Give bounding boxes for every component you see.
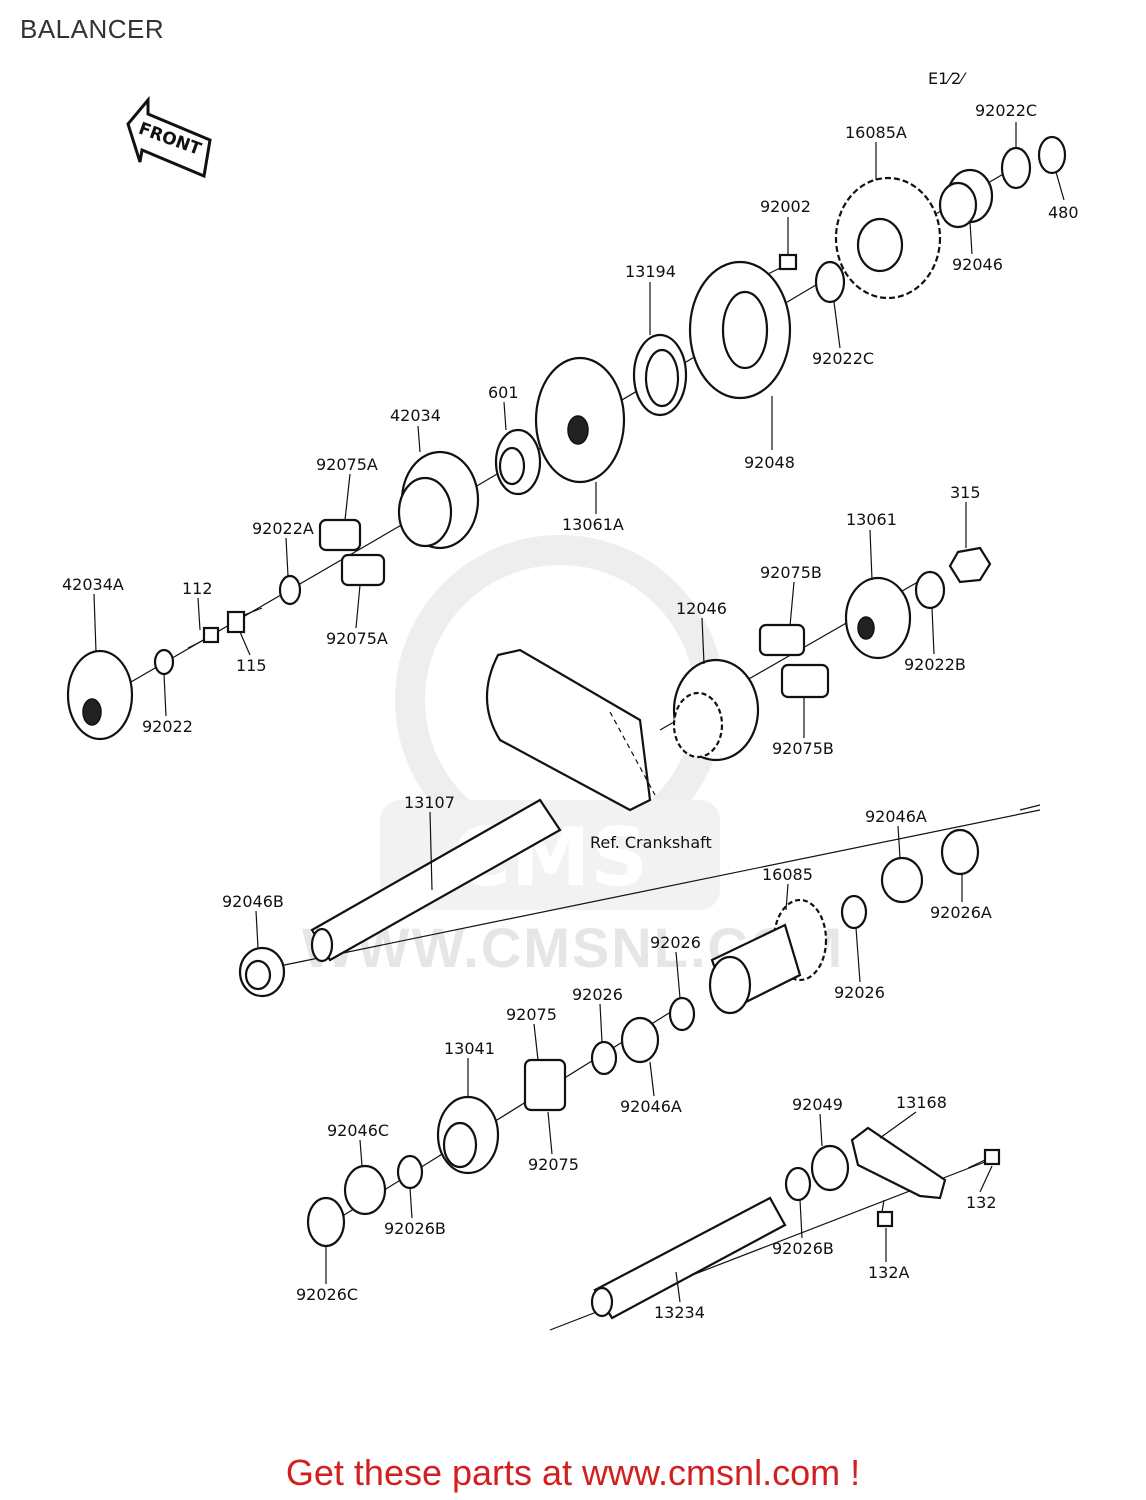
part-13194-one-way-clutch — [632, 333, 688, 417]
part-13061A-hub — [534, 356, 626, 484]
label-92026: 92026 — [572, 985, 623, 1004]
part-92026B-washer-right — [784, 1166, 812, 1202]
label-480: 480 — [1048, 203, 1079, 222]
label-92026C: 92026C — [296, 1285, 358, 1304]
part-115-bolt — [226, 607, 263, 634]
label-92026B: 92026B — [772, 1239, 834, 1258]
part-92046C-bearing — [343, 1164, 387, 1216]
label-13194: 13194 — [625, 262, 676, 281]
label-13061: 13061 — [846, 510, 897, 529]
part-132A-bolt — [876, 1199, 894, 1228]
part-92026-washer-right — [840, 894, 868, 930]
part-92046-needle-bearing — [938, 168, 994, 229]
part-92026-washer-center — [668, 996, 696, 1032]
label-92075: 92075 — [528, 1155, 579, 1174]
part-42034-damper — [397, 450, 480, 550]
label-92049: 92049 — [792, 1095, 843, 1114]
label-115: 115 — [236, 656, 267, 675]
part-315-nut — [948, 546, 992, 584]
footer-promo-text[interactable]: Get these parts at www.cmsnl.com ! — [285, 1452, 861, 1493]
part-132-bolt — [967, 1148, 1001, 1169]
part-92046A-bearing-center — [620, 1016, 660, 1064]
label-112: 112 — [182, 579, 213, 598]
label-92026: 92026 — [650, 933, 701, 952]
part-92022C-washer-mid — [814, 260, 846, 304]
label-92022C: 92022C — [812, 349, 874, 368]
part-92026A-seal — [940, 828, 980, 876]
label-315: 315 — [950, 483, 981, 502]
label-42034: 42034 — [390, 406, 441, 425]
part-13168-lever — [850, 1126, 947, 1200]
leader-lines — [93, 122, 1065, 1303]
part-92075-rubber — [523, 1058, 567, 1112]
part-92026C-plate — [306, 1196, 346, 1248]
label-92022C: 92022C — [975, 101, 1037, 120]
label-13107: 13107 — [404, 793, 455, 812]
label-92075B: 92075B — [760, 563, 822, 582]
label-92022A: 92022A — [252, 519, 314, 538]
front-arrow-icon: FRONT — [126, 95, 212, 179]
corner-code: E1⁄2⁄ — [928, 69, 967, 88]
label-92046: 92046 — [952, 255, 1003, 274]
label-92022: 92022 — [142, 717, 193, 736]
label-13234: 13234 — [654, 1303, 705, 1322]
label-92048: 92048 — [744, 453, 795, 472]
part-480-circlip — [1037, 135, 1067, 175]
label-92075B: 92075B — [772, 739, 834, 758]
label-16085: 16085 — [762, 865, 813, 884]
part-92075B-rubber-upper — [758, 623, 806, 657]
part-92022-washer — [153, 648, 175, 676]
part-16085A-gear — [834, 176, 942, 300]
part-92022A-washer — [278, 574, 302, 606]
label-92046B: 92046B — [222, 892, 284, 911]
part-16085-gear — [708, 898, 828, 1015]
label-13168: 13168 — [896, 1093, 947, 1112]
label-132A: 132A — [868, 1263, 910, 1282]
label-601: 601 — [488, 383, 519, 402]
part-92048-flange — [688, 260, 792, 400]
part-13234-shaft — [590, 1196, 787, 1320]
label-92022B: 92022B — [904, 655, 966, 674]
label-92075: 92075 — [506, 1005, 557, 1024]
part-labels: 92022C 16085A 480 92002 92046 13194 9202… — [62, 101, 1079, 1322]
label-92046C: 92046C — [327, 1121, 389, 1140]
label-12046: 12046 — [676, 599, 727, 618]
label-92046A: 92046A — [865, 807, 927, 826]
part-92075A-rubber-upper — [318, 518, 362, 552]
label-92026: 92026 — [834, 983, 885, 1002]
part-13041-hub — [436, 1095, 500, 1175]
label-42034A: 42034A — [62, 575, 124, 594]
label-92026A: 92026A — [930, 903, 992, 922]
label-16085A: 16085A — [845, 123, 907, 142]
label-92026B: 92026B — [384, 1219, 446, 1238]
label-92002: 92002 — [760, 197, 811, 216]
part-92022C-washer-top — [1000, 146, 1032, 190]
part-601-bearing — [494, 428, 542, 496]
part-92046A-bearing-right — [880, 856, 924, 904]
part-42034A-damper-hub — [66, 649, 134, 741]
part-92049-seal — [810, 1144, 850, 1192]
label-92046A: 92046A — [620, 1097, 682, 1116]
part-92002-bolt — [767, 253, 798, 275]
part-chain — [485, 648, 656, 812]
label-13041: 13041 — [444, 1039, 495, 1058]
part-112-bolt — [187, 626, 220, 649]
label-92075A: 92075A — [316, 455, 378, 474]
part-13107-shaft — [310, 798, 562, 963]
part-92022B-washer — [914, 570, 946, 610]
part-92046B-bearing — [238, 946, 286, 998]
part-13061-hub — [844, 576, 912, 660]
label-132: 132 — [966, 1193, 997, 1212]
ref-crankshaft-label: Ref. Crankshaft — [590, 833, 712, 852]
label-92075A: 92075A — [326, 629, 388, 648]
part-92026-washer-left — [590, 1040, 618, 1076]
page-title: BALANCER — [20, 14, 165, 44]
part-92075A-rubber-lower — [340, 553, 386, 587]
part-12046-sprocket — [672, 658, 760, 762]
part-92026B-washer-left — [396, 1154, 424, 1190]
part-92075B-rubber-lower — [780, 663, 830, 699]
label-13061A: 13061A — [562, 515, 624, 534]
